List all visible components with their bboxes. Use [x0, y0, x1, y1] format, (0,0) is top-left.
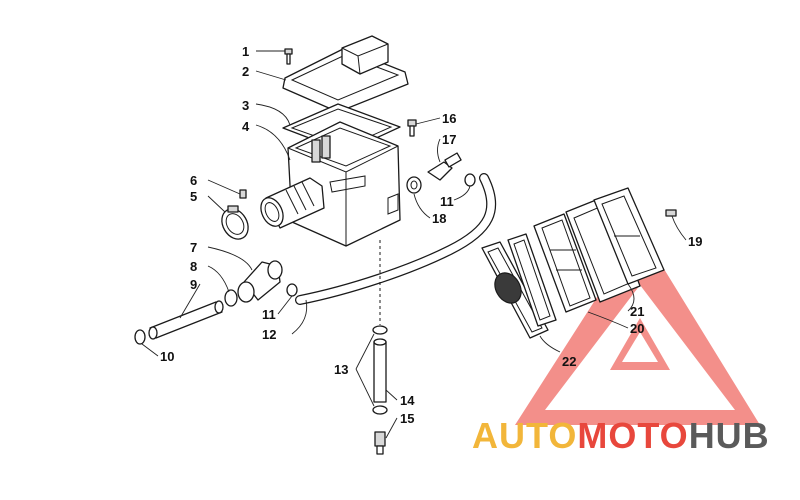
callout-13: 13	[334, 362, 348, 377]
callout-1: 1	[242, 44, 249, 59]
part-8-ring	[224, 289, 238, 307]
callout-8: 8	[190, 259, 197, 274]
callout-6: 6	[190, 173, 197, 188]
svg-text:AUTOMOTOHUB: AUTOMOTOHUB	[472, 415, 770, 456]
part-21-filter-frame	[533, 213, 597, 313]
brand-hub: HUB	[689, 415, 770, 456]
callout-21: 21	[630, 304, 644, 319]
part-17-elbow-nipple	[427, 152, 462, 181]
leader-lines	[141, 50, 687, 439]
callout-4: 4	[242, 119, 250, 134]
callout-12: 12	[262, 327, 276, 342]
part-5-intake-boot	[260, 177, 325, 229]
callout-20: 20	[630, 321, 644, 336]
part-filter-frame-1	[507, 233, 557, 327]
part-4-airbox-body	[287, 121, 401, 247]
part-5-hose-clamp	[221, 205, 249, 240]
part-11-clip-left	[286, 283, 298, 297]
callout-3: 3	[242, 98, 249, 113]
callout-7: 7	[190, 240, 197, 255]
callout-19: 19	[688, 234, 702, 249]
callout-17: 17	[442, 132, 456, 147]
part-15-drain-plug	[374, 431, 386, 455]
part-13-drain-clamp-top	[372, 325, 388, 335]
callout-5: 5	[190, 189, 197, 204]
callout-15: 15	[400, 411, 414, 426]
callout-11-left: 11	[262, 307, 276, 322]
part-19-screw	[665, 209, 677, 217]
brand-moto: MOTO	[577, 415, 688, 456]
part-12-breather-hose	[295, 173, 497, 305]
part-10-hose-clip	[134, 329, 146, 345]
part-filter-outer-frame	[593, 187, 665, 285]
callout-9: 9	[190, 277, 197, 292]
part-22-filter-element	[481, 241, 549, 339]
callout-10: 10	[160, 349, 174, 364]
part-1-bolt	[284, 48, 293, 65]
part-11-clip-right	[464, 173, 476, 187]
watermark-wordmark: AUTOMOTOHUB	[472, 415, 770, 456]
part-7-elbow-fitting	[237, 260, 283, 303]
part-2-airbox-lid	[282, 35, 409, 113]
brand-auto: AUTO	[472, 415, 577, 456]
callout-18: 18	[432, 211, 446, 226]
part-6-clamp-screw	[239, 189, 247, 199]
watermark-inner-triangle	[610, 318, 670, 370]
part-14-drain-tube	[373, 338, 387, 403]
part-18-grommet	[406, 176, 422, 194]
callout-11-right: 11	[440, 194, 454, 209]
part-13-drain-clamp-bottom	[372, 405, 388, 415]
callout-22: 22	[562, 354, 576, 369]
callout-14: 14	[400, 393, 415, 408]
callout-labels: 1 2 3 4 6 5 7 8 9 10 11 12 13 14 15 16 1…	[160, 44, 702, 426]
callout-2: 2	[242, 64, 249, 79]
part-16-bolt	[407, 119, 417, 137]
part-9-hose	[148, 300, 224, 340]
callout-16: 16	[442, 111, 456, 126]
